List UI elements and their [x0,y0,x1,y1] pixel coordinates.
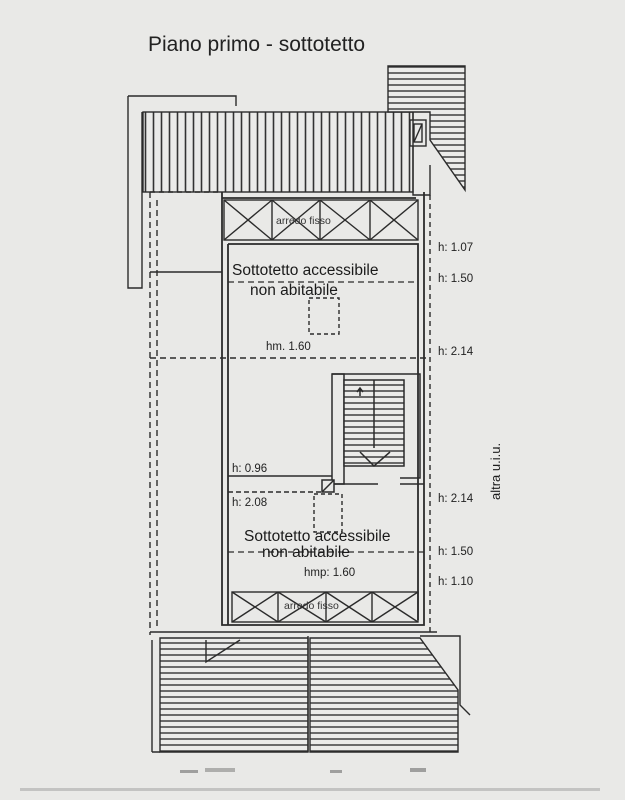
roof-bottom [151,635,471,753]
room-name-upper: Sottotetto accessibile [232,262,379,279]
height-label-4: h: 2.14 [438,493,474,505]
furniture-label-top: arredo fisso [276,215,331,227]
room-name-lower: Sottotetto accessibile [244,528,391,545]
furniture-label-bottom: arredo fisso [284,600,339,612]
height-label-left-1: h: 0.96 [232,463,268,475]
height-label-2: h: 1.50 [438,273,474,285]
height-label-3: h: 2.14 [438,346,474,358]
height-label-left-2: h: 2.08 [232,497,268,509]
stair-block [321,373,424,493]
side-label: altra u.i.u. [488,442,503,500]
roof-top-right [387,65,466,196]
height-label-1: h: 1.07 [438,242,474,254]
room-height-lower: hmp: 1.60 [304,567,356,579]
height-label-6: h: 1.10 [438,576,474,588]
plan-title: Piano primo - sottotetto [148,33,366,56]
roof-top [127,95,414,289]
room-sub-lower: non abitabile [262,544,350,561]
scan-noise [20,768,600,791]
furniture-bottom-drawing [231,591,419,623]
furniture-top-drawing [223,199,419,241]
inner-walls [221,192,425,626]
room-height-upper: hm. 1.60 [266,341,311,353]
height-label-5: h: 1.50 [438,546,474,558]
room-sub-upper: non abitabile [250,282,338,299]
